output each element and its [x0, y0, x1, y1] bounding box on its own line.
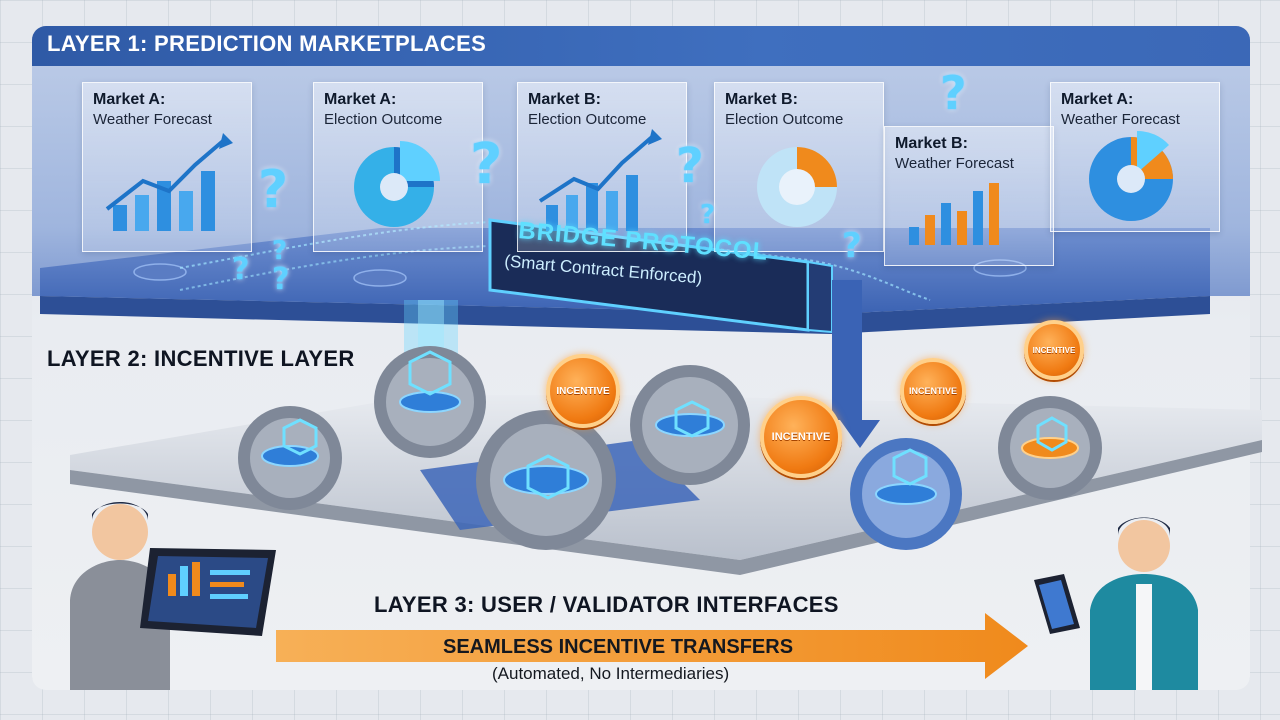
incentive-coin: INCENTIVE [900, 358, 966, 424]
market-card-5[interactable]: Market B: Weather Forecast [884, 126, 1054, 266]
phone-icon [1034, 574, 1080, 634]
question-mark: ? [470, 132, 502, 197]
market-card-6[interactable]: Market A: Weather Forecast [1050, 82, 1220, 232]
gear-icon [374, 346, 486, 458]
question-mark: ? [940, 66, 967, 120]
question-mark: ? [700, 200, 715, 230]
bar-icon [885, 127, 1053, 265]
gear-icon [630, 365, 750, 485]
incentive-coin: INCENTIVE [1024, 320, 1084, 380]
layer2-title: LAYER 2: INCENTIVE LAYER [47, 346, 355, 372]
question-mark: ? [272, 262, 289, 297]
user-icon [1090, 518, 1198, 691]
gear-icon [238, 406, 342, 510]
bar-line-icon [83, 83, 251, 251]
flow-sub-text: (Automated, No Intermediaries) [492, 664, 729, 684]
market-card-2[interactable]: Market A: Election Outcome [313, 82, 483, 252]
question-mark: ? [842, 226, 862, 266]
layer3-title: LAYER 3: USER / VALIDATOR INTERFACES [374, 592, 839, 618]
pie-icon [1051, 83, 1219, 231]
question-mark: ? [258, 160, 288, 220]
incentive-coin: INCENTIVE [546, 354, 620, 428]
question-mark: ? [232, 252, 249, 287]
pie-icon [314, 83, 482, 251]
market-card-1[interactable]: Market A: Weather Forecast [82, 82, 252, 252]
question-mark: ? [676, 138, 704, 194]
gear-icon [850, 438, 962, 550]
flow-main-text: SEAMLESS INCENTIVE TRANSFERS [443, 636, 793, 659]
gear-icon [476, 410, 616, 550]
tablet-icon [140, 548, 276, 636]
incentive-coin: INCENTIVE [760, 396, 842, 478]
